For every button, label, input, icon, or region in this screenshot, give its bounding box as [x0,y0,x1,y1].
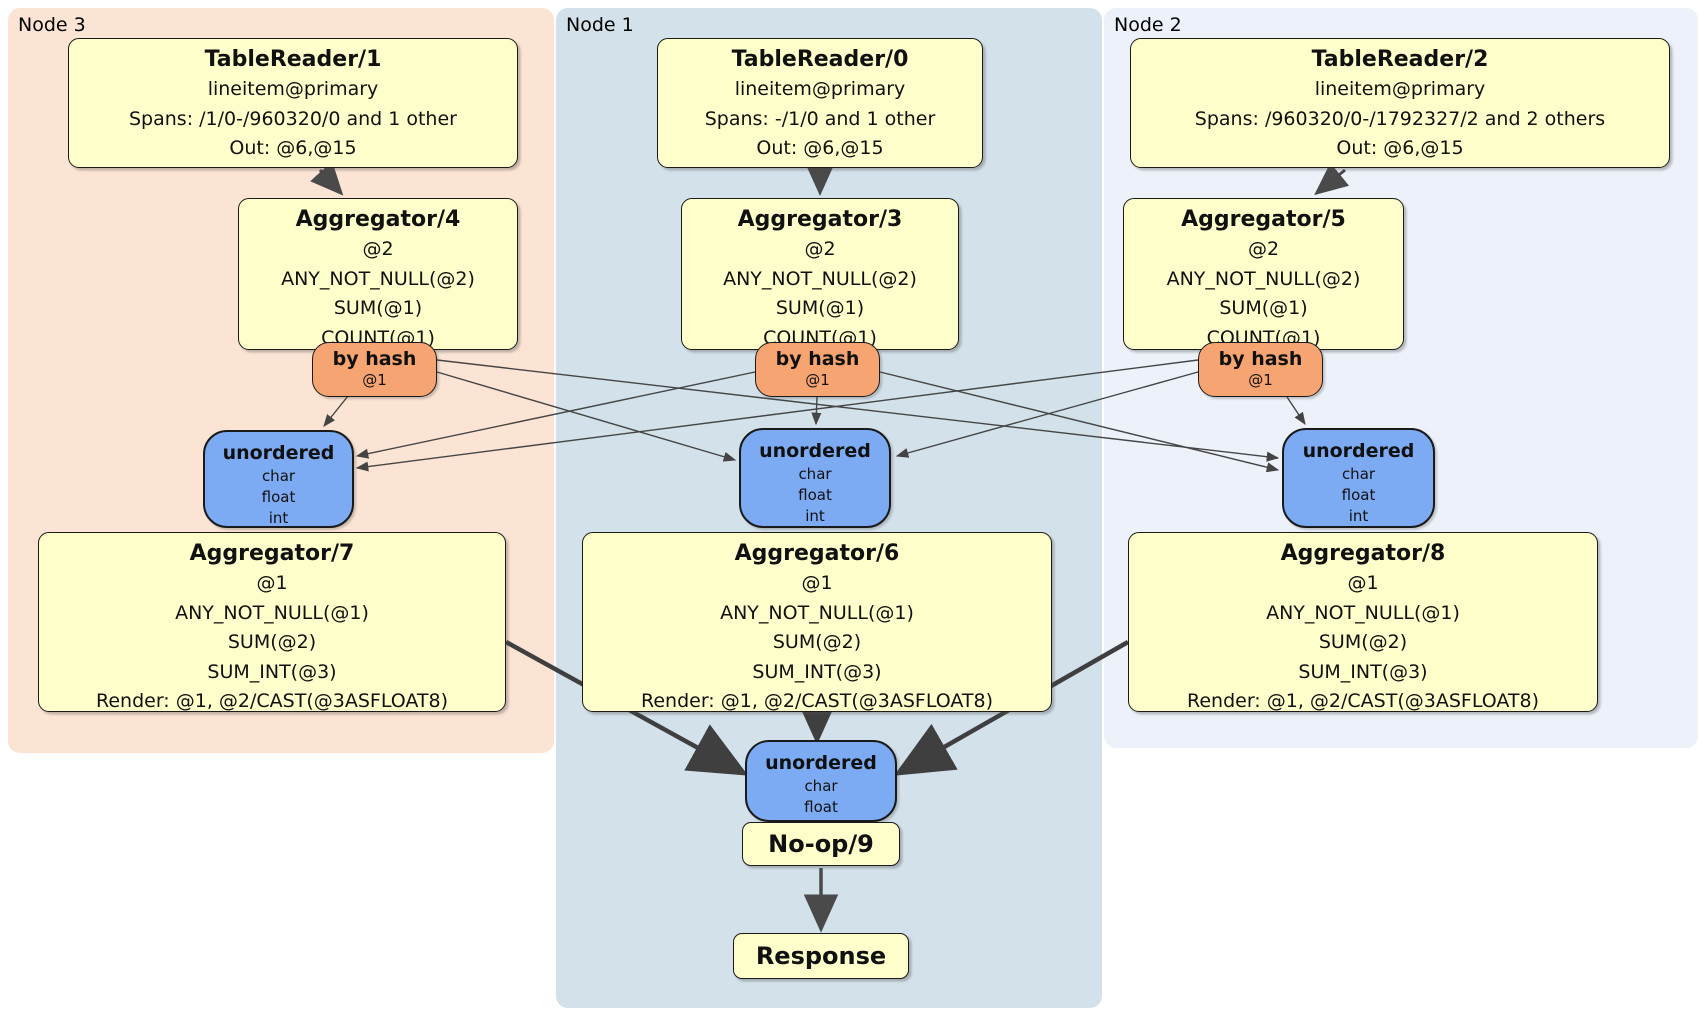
table-reader-1-box: TableReader/1 lineitem@primary Spans: /1… [68,38,518,168]
processor-spans-line: Spans: /960320/0-/1792327/2 and 2 others [1194,107,1606,130]
processor-index-line: lineitem@primary [207,78,379,100]
router-arg: @1 [362,371,387,389]
processor-spans-line: Spans: -/1/0 and 1 other [704,107,936,130]
processor-line: Render: @1, @2/CAST(@3ASFLOAT8) [1187,690,1539,712]
processor-line: @1 [1347,572,1379,594]
sync-col: float [804,798,838,816]
router-arg: @1 [805,371,830,389]
sync-col: char [261,467,296,485]
sync-title: unordered [759,440,871,462]
node-group-3-label: Node 3 [18,14,86,36]
processor-title: Aggregator/3 [737,207,903,232]
table-reader-2-box: TableReader/2 lineitem@primary Spans: /9… [1130,38,1670,168]
processor-line: ANY_NOT_NULL(@2) [723,267,917,290]
node-group-2-label: Node 2 [1114,14,1182,36]
processor-line: ANY_NOT_NULL(@1) [175,601,369,624]
processor-line: @1 [256,572,288,594]
sync-col: char [798,465,832,483]
processor-out-line: Out: @6,@15 [229,137,357,159]
aggregator-7-box: Aggregator/7 @1 ANY_NOT_NULL(@1) SUM(@2)… [38,532,506,712]
processor-line: SUM(@2) [772,631,862,653]
processor-line: @2 [362,238,394,260]
processor-title: Aggregator/7 [189,541,355,566]
processor-title: Aggregator/8 [1280,541,1446,566]
sync-col: char [804,777,838,795]
processor-title: TableReader/1 [204,47,382,72]
processor-line: SUM(@1) [1219,297,1308,319]
processor-out-line: Out: @6,@15 [1336,137,1464,159]
processor-title: No-op/9 [768,830,874,858]
sync-col: char [1341,465,1376,483]
processor-line: Render: @1, @2/CAST(@3ASFLOAT8) [641,690,993,712]
processor-line: Render: @1, @2/CAST(@3ASFLOAT8) [96,690,448,712]
router-title: by hash [332,348,417,370]
processor-line: SUM(@1) [775,297,865,319]
processor-line: SUM(@2) [227,631,317,653]
processor-line: ANY_NOT_NULL(@2) [281,267,475,290]
hash-router-box-node2: by hash @1 [1198,342,1323,397]
aggregator-3-box: Aggregator/3 @2 ANY_NOT_NULL(@2) SUM(@1)… [681,198,959,350]
sync-title: unordered [1302,440,1415,462]
processor-line: SUM(@2) [1318,631,1408,653]
processor-line: SUM(@1) [333,297,423,319]
response-box: Response [733,933,909,979]
processor-spans-line: Spans: /1/0-/960320/0 and 1 other [129,107,457,130]
aggregator-8-box: Aggregator/8 @1 ANY_NOT_NULL(@1) SUM(@2)… [1128,532,1598,712]
processor-line: SUM_INT(@3) [207,660,337,683]
unordered-sync-box-node3: unordered char float int [203,430,354,528]
node-group-1-label: Node 1 [566,14,634,36]
router-title: by hash [775,348,860,370]
processor-line: SUM_INT(@3) [1298,660,1428,683]
sync-col: int [268,509,289,527]
processor-line: ANY_NOT_NULL(@2) [1166,267,1361,290]
aggregator-5-box: Aggregator/5 @2 ANY_NOT_NULL(@2) SUM(@1)… [1123,198,1404,350]
processor-title: Aggregator/6 [734,541,900,566]
hash-router-box-node1: by hash @1 [755,342,880,397]
processor-line: SUM_INT(@3) [752,660,882,683]
final-unordered-sync-box: unordered char float [745,740,897,822]
processor-out-line: Out: @6,@15 [756,137,884,159]
sync-col: float [1341,486,1376,504]
table-reader-0-box: TableReader/0 lineitem@primary Spans: -/… [657,38,983,168]
processor-index-line: lineitem@primary [1314,78,1486,100]
processor-line: ANY_NOT_NULL(@1) [720,601,914,624]
sync-col: float [261,488,296,506]
aggregator-4-box: Aggregator/4 @2 ANY_NOT_NULL(@2) SUM(@1)… [238,198,518,350]
sync-col: int [805,507,825,525]
processor-index-line: lineitem@primary [734,78,906,100]
noop-box: No-op/9 [742,822,900,866]
aggregator-6-box: Aggregator/6 @1 ANY_NOT_NULL(@1) SUM(@2)… [582,532,1052,712]
unordered-sync-box-node1: unordered char float int [739,428,891,528]
router-title: by hash [1218,348,1303,370]
sync-title: unordered [765,752,877,774]
hash-router-box-node3: by hash @1 [312,342,437,397]
router-to-sync-edges [323,359,1306,473]
sync-title: unordered [222,442,335,464]
processor-title: Aggregator/4 [295,207,461,232]
processor-line: @2 [1247,238,1280,260]
router-arg: @1 [1248,371,1273,389]
processor-line: @1 [801,572,833,594]
sync-col: float [798,486,832,504]
unordered-sync-box-node2: unordered char float int [1282,428,1435,528]
tablereader-to-aggregator-edges [310,161,1350,196]
processor-line: ANY_NOT_NULL(@1) [1266,601,1460,624]
processor-title: TableReader/0 [731,47,909,72]
processor-title: TableReader/2 [1311,47,1489,72]
processor-title: Aggregator/5 [1181,207,1346,232]
sync-col: int [1348,507,1369,525]
processor-title: Response [755,942,887,970]
processor-line: @2 [804,238,836,260]
